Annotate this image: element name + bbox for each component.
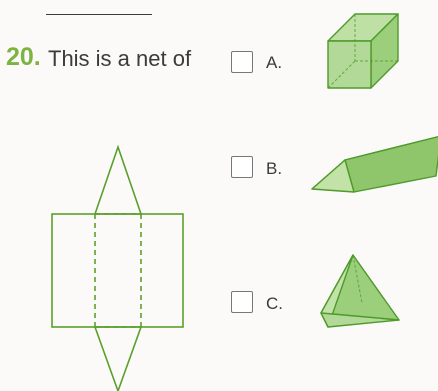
option-b-checkbox[interactable] [231,156,253,178]
option-c-label: C. [266,294,283,313]
option-c-checkbox[interactable] [231,291,253,313]
option-a-checkbox[interactable] [231,51,253,73]
question-text: This is a net of [48,46,192,71]
option-a-label: A. [266,53,283,72]
answer-line [46,14,152,15]
option-b-label: B. [266,159,283,178]
question-number: 20. [6,43,41,71]
